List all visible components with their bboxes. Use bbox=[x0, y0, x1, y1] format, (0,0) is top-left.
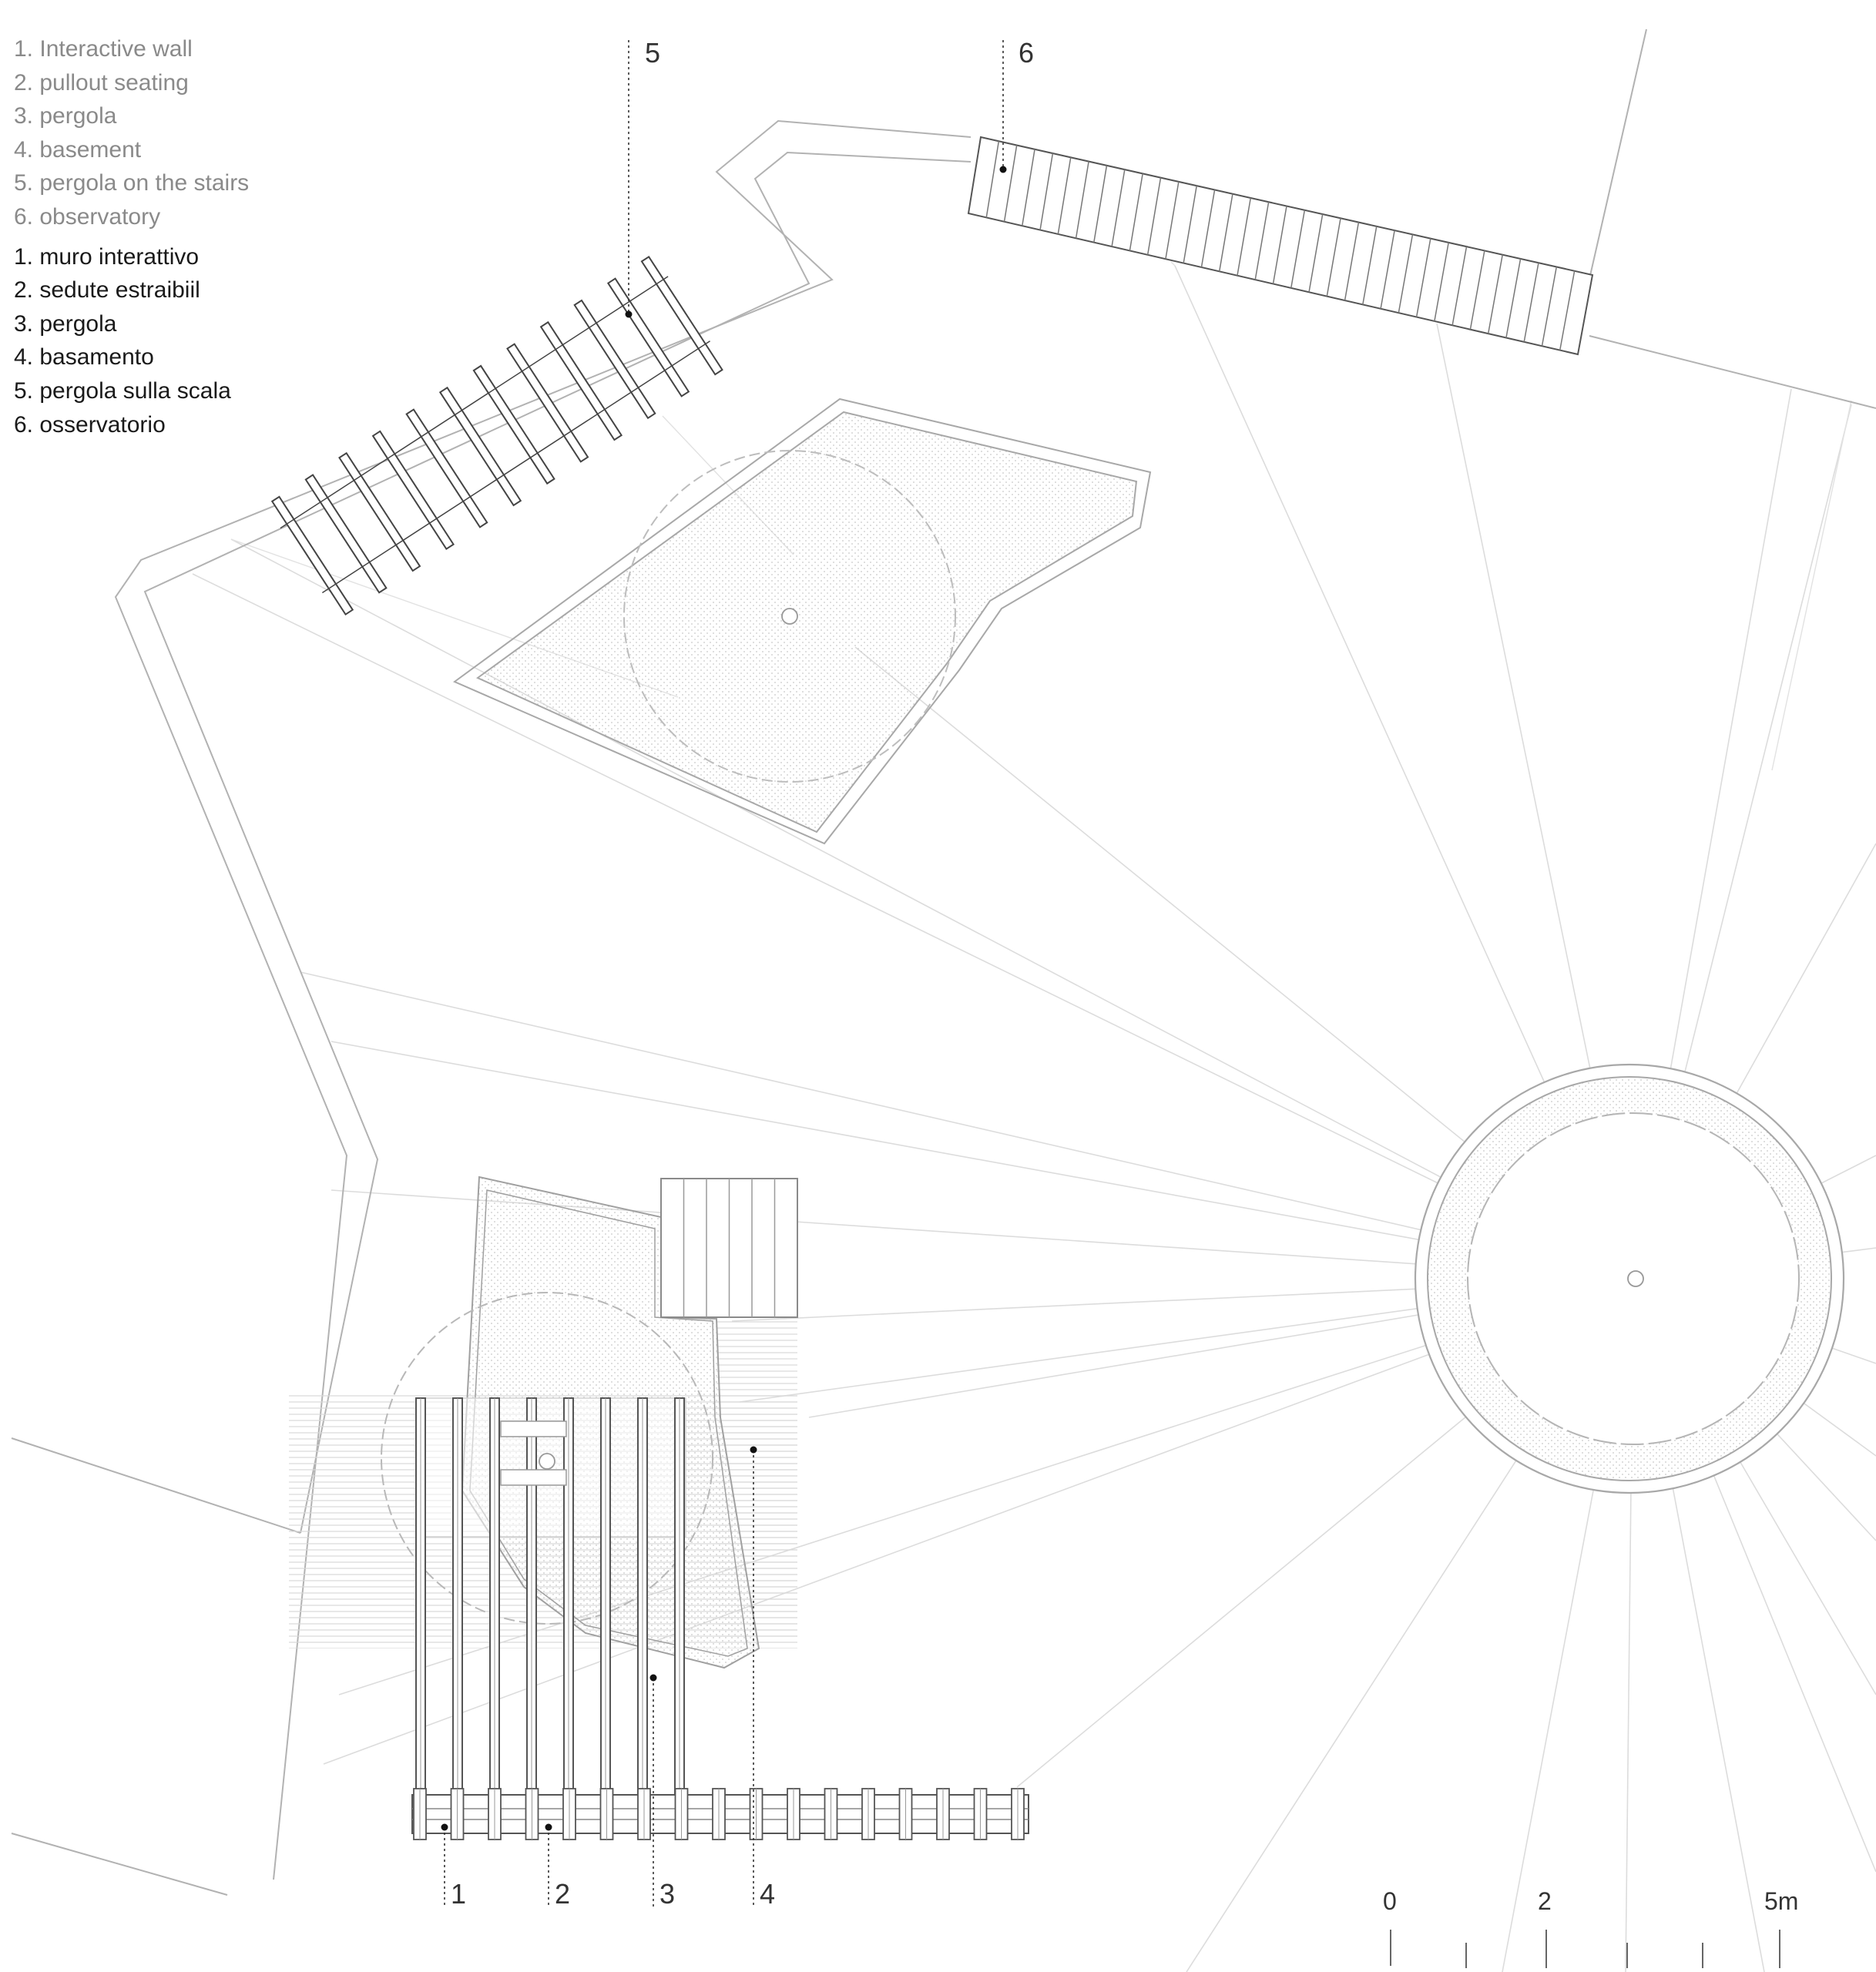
callout-4: 4 bbox=[760, 1878, 776, 1910]
pergola-beam bbox=[371, 430, 455, 551]
pergola-beam bbox=[338, 451, 421, 572]
legend-english: 1. Interactive wall 2. pullout seating 3… bbox=[14, 32, 249, 234]
pergola-beam bbox=[539, 320, 623, 441]
pergola-beam bbox=[438, 386, 522, 507]
callout-2: 2 bbox=[555, 1878, 571, 1910]
legend-item: 2. pullout seating bbox=[14, 69, 189, 96]
site-boundary bbox=[11, 29, 1876, 1896]
leader-lines bbox=[444, 40, 1004, 1907]
pergola-beam bbox=[472, 364, 555, 485]
lower-pergola bbox=[415, 1397, 686, 1834]
scale-label-2: 2 bbox=[1538, 1887, 1552, 1915]
observatory-stair bbox=[967, 136, 1594, 356]
callout-3: 3 bbox=[659, 1878, 676, 1910]
callout-1: 1 bbox=[451, 1878, 467, 1910]
legend-item: 6. observatory bbox=[14, 203, 161, 230]
legend-item: 1. muro interattivo bbox=[14, 243, 200, 270]
interactive-wall bbox=[411, 1788, 1029, 1840]
callout-6: 6 bbox=[1019, 37, 1035, 69]
pergola-beam bbox=[405, 408, 488, 528]
legend-item: 4. basamento bbox=[14, 344, 154, 371]
upper-basement bbox=[453, 397, 1152, 845]
legend-item: 1. Interactive wall bbox=[14, 36, 193, 62]
pergola-on-stairs bbox=[270, 255, 723, 616]
observatory-platform bbox=[1414, 1063, 1845, 1494]
scale-bar bbox=[1390, 1930, 1780, 1968]
legend-item: 5. pergola sulla scala bbox=[14, 377, 231, 404]
pergola-beam bbox=[606, 277, 690, 397]
legend-item: 5. pergola on the stairs bbox=[14, 170, 250, 196]
pergola-beam bbox=[304, 474, 388, 594]
legend-item: 4. basement bbox=[14, 136, 142, 163]
callout-5: 5 bbox=[645, 37, 661, 69]
pergola-beam bbox=[640, 255, 723, 376]
legend-item: 3. pergola bbox=[14, 103, 117, 129]
pergola-beam bbox=[506, 343, 589, 463]
legend-italian: 1. muro interattivo 2. sedute estraibiil… bbox=[14, 240, 249, 442]
legend-item: 3. pergola bbox=[14, 310, 117, 337]
pergola-beam bbox=[270, 495, 354, 616]
scale-label-5m: 5m bbox=[1764, 1887, 1799, 1915]
pergola-beam bbox=[573, 299, 656, 420]
scale-label-0: 0 bbox=[1383, 1887, 1397, 1915]
legend-item: 2. sedute estraibiil bbox=[14, 277, 200, 304]
legend-item: 6. osservatorio bbox=[14, 411, 166, 438]
legend: 1. Interactive wall 2. pullout seating 3… bbox=[14, 32, 249, 441]
leader-dots bbox=[441, 166, 1007, 1831]
